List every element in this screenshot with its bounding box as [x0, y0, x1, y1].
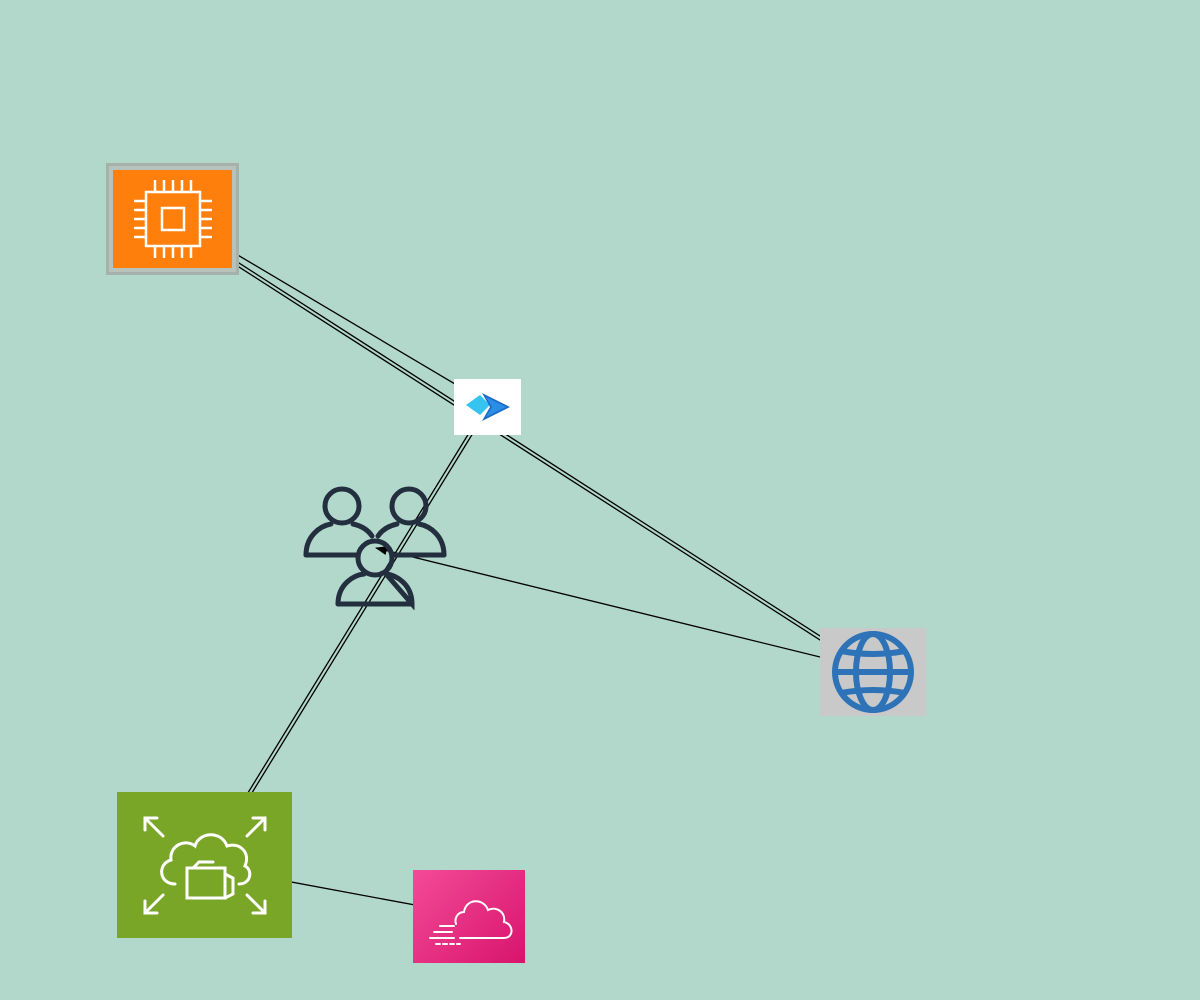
edge-pipeline-to-autoscaling [206, 406, 490, 867]
auto-scaling-cloud-icon [143, 816, 266, 914]
edge-internet-to-ec2 [171, 219, 874, 671]
users-group-icon [303, 486, 447, 610]
ec2-icon-tile [113, 170, 232, 268]
internet-node[interactable] [820, 628, 926, 716]
pipeline-chevron-icon [465, 393, 510, 421]
globe-icon [832, 631, 914, 713]
ec2-compute-chip-icon [133, 180, 212, 258]
edge-ec2-to-internet [171, 223, 874, 675]
autoscaling-node[interactable] [117, 792, 292, 938]
edge-internet-to-users [375, 546, 874, 671]
users-node[interactable] [298, 480, 450, 610]
pipeline-node[interactable] [454, 379, 521, 435]
cloudfront-cloud-icon [429, 899, 513, 945]
edge-autoscaling-to-pipeline [202, 406, 486, 867]
cloudfront-node[interactable] [413, 870, 525, 963]
ec2-node[interactable] [106, 163, 239, 275]
